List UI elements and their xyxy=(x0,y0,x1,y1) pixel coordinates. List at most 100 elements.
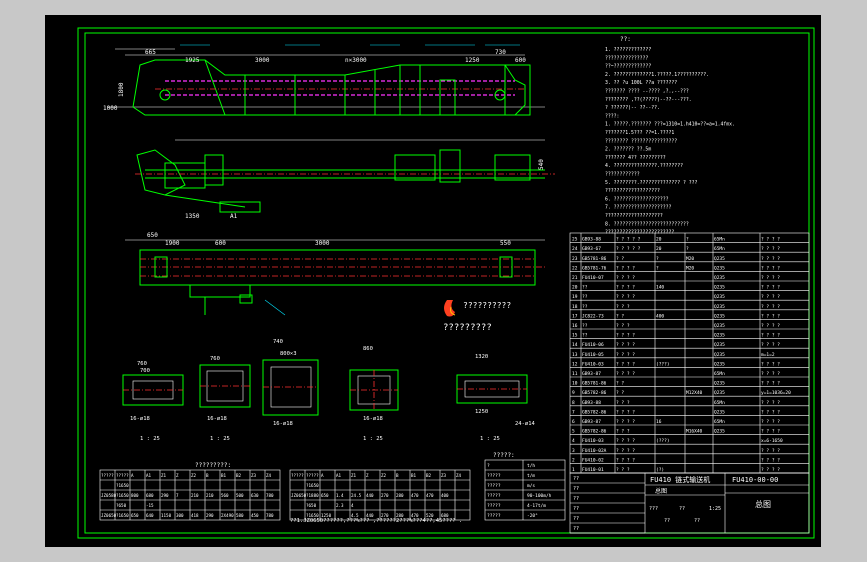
logo-text: ?????????? xyxy=(463,301,511,310)
bom-cell: Q235 xyxy=(714,285,725,291)
title-sub: 总图 xyxy=(655,487,667,495)
dim-misc-2: A1 xyxy=(230,213,238,220)
drawing-frame xyxy=(77,27,815,539)
bom-row-index: 7 xyxy=(572,409,575,415)
bom-cell: Q235 xyxy=(714,429,725,435)
note-line: ???????1.5??? ??=1.????1 xyxy=(605,130,674,136)
spec-table-heading: ?????????: xyxy=(195,462,231,469)
logo-subtext: ????????? xyxy=(443,323,492,333)
bom-cell: ?? xyxy=(582,333,588,339)
note-line: ??????? 4?? ????????? xyxy=(605,155,666,161)
bom-cell: ? ? ? ? xyxy=(761,285,780,291)
bom-cell: ? ? ? ? xyxy=(616,275,635,281)
tech-value: 4-17t/m xyxy=(527,503,546,509)
note-line: 3. ?? ?u 100L ??a ??????? xyxy=(605,80,677,86)
bom-cell: Q235 xyxy=(714,390,725,396)
bom-cell: JC822-73 xyxy=(582,313,604,319)
bom-cell: ? ? ? xyxy=(616,304,630,310)
note-line: ???????????????????? xyxy=(605,213,663,219)
note-line: ???????????????????????? xyxy=(605,230,674,236)
dim-height-3: 1000 xyxy=(103,105,118,112)
tech-table-heading: ?????: xyxy=(493,452,515,459)
dim-plan-5: 550 xyxy=(500,240,511,247)
cross-sections: 760 700 16-ø18 1 : 25 760 16-ø18 1 : 25 … xyxy=(122,339,536,442)
spec-cell: 500 xyxy=(236,493,244,498)
bom-row-index: 19 xyxy=(572,294,578,300)
spec-cell: ????? xyxy=(116,473,129,478)
bom-cell: FU410-06 xyxy=(582,342,604,348)
dim-plan-4: 3000 xyxy=(315,240,330,247)
view-name: 总图 xyxy=(755,499,771,509)
dim-top-3: 3000 xyxy=(255,57,270,64)
cad-drawing: 665 1925 3000 n×3000 1250 730 600 1800 1… xyxy=(77,27,815,539)
spec-cell: Z xyxy=(366,473,369,478)
spec-cell: 580 xyxy=(236,513,244,518)
note-line: 2. ?????????????1.?????.1??????????. xyxy=(605,72,709,78)
bom-cell: ? ? ? ? xyxy=(761,400,780,406)
bom-cell: ? ? xyxy=(616,381,624,387)
bom-cell: Q235 xyxy=(714,256,725,262)
spec-cell: JZ0650 xyxy=(101,513,117,518)
tech-label: ????? xyxy=(487,503,501,509)
tb-cell: 1:25 xyxy=(709,506,721,512)
spec-cell: 560 xyxy=(221,493,229,498)
bom-cell: ? xyxy=(656,256,659,262)
spec-cell: ?1650 xyxy=(116,513,129,518)
tech-value: t/m xyxy=(527,473,535,479)
bom-cell: y=1=1036=20 xyxy=(761,390,791,396)
section-label-1: 1 : 25 xyxy=(140,436,160,442)
spec-cell: B1 xyxy=(411,473,417,478)
drawing-sheet: 665 1925 3000 n×3000 1250 730 600 1800 1… xyxy=(45,15,821,547)
dim-plan-3: 600 xyxy=(215,240,226,247)
spec-cell: 1.4 xyxy=(336,493,344,498)
spec-cell: A xyxy=(321,473,324,478)
spec-cell: Z3 xyxy=(251,473,257,478)
tb-cell: ?? xyxy=(679,506,685,512)
spec-cell: A1 xyxy=(146,473,152,478)
bom-cell: ? ? ? ? xyxy=(616,448,635,454)
bom-cell: 140 xyxy=(656,285,664,291)
bom-row-index: 17 xyxy=(572,313,578,319)
bom-row-index: 25 xyxy=(572,237,578,243)
spec-cell: ?1650 xyxy=(306,483,319,488)
spec-cell: Z4 xyxy=(456,473,462,478)
spec-cell: ????? xyxy=(291,473,304,478)
spec-cell: B xyxy=(396,473,399,478)
bom-cell: GB93-87 xyxy=(582,419,601,425)
bom-cell: FU410-01 xyxy=(582,467,604,473)
bom-cell: ? ? ? xyxy=(616,467,630,473)
bom-row-index: 22 xyxy=(572,265,578,271)
bom-cell: Q235 xyxy=(714,265,725,271)
tech-value: m/s xyxy=(527,483,535,489)
spec-cell: 800 xyxy=(131,493,139,498)
note-line: ???????????? xyxy=(605,172,640,178)
bom-cell: GB5782-86 xyxy=(582,390,607,396)
bom-cell: ? ? ? ? xyxy=(761,313,780,319)
bom-cell: ? ? ? ? xyxy=(616,342,635,348)
spec-cell: 290 xyxy=(161,493,169,498)
spec-cell: 450 xyxy=(251,513,259,518)
section-a-bolts: 16-ø18 xyxy=(130,416,150,422)
bom-row-index: 4 xyxy=(572,438,575,444)
bom-cell: ? ? xyxy=(616,390,624,396)
section-label-2: 1 : 25 xyxy=(210,436,230,442)
tb-row-label: ?? xyxy=(573,506,579,512)
bom-row-index: 10 xyxy=(572,381,578,387)
bom-cell: ? ? ? ? xyxy=(616,371,635,377)
spec-cell: 1250 xyxy=(321,513,332,518)
note-line: 1. ?????.??????? ???=1310=1.h410=??=a=1.… xyxy=(605,122,735,128)
bom-row-index: 1 xyxy=(572,467,575,473)
dim-height-2: 540 xyxy=(538,159,545,170)
bom-cell: ? ? ? ? xyxy=(761,256,780,262)
title-block-cells: ?????????1:25 xyxy=(649,506,721,524)
note-line: ??????????????????? xyxy=(605,188,660,194)
spec-cell: B1 xyxy=(221,473,227,478)
bom-cell: Q235 xyxy=(714,381,725,387)
bom-cell: ? ? ? ? xyxy=(616,409,635,415)
note-line: ??????????????? xyxy=(605,55,648,61)
spec-cell: 270 xyxy=(381,513,389,518)
bom-cell: 65Mn xyxy=(714,371,725,377)
dim-height-1: 1800 xyxy=(118,82,125,97)
dim-top-2: 1925 xyxy=(185,57,200,64)
